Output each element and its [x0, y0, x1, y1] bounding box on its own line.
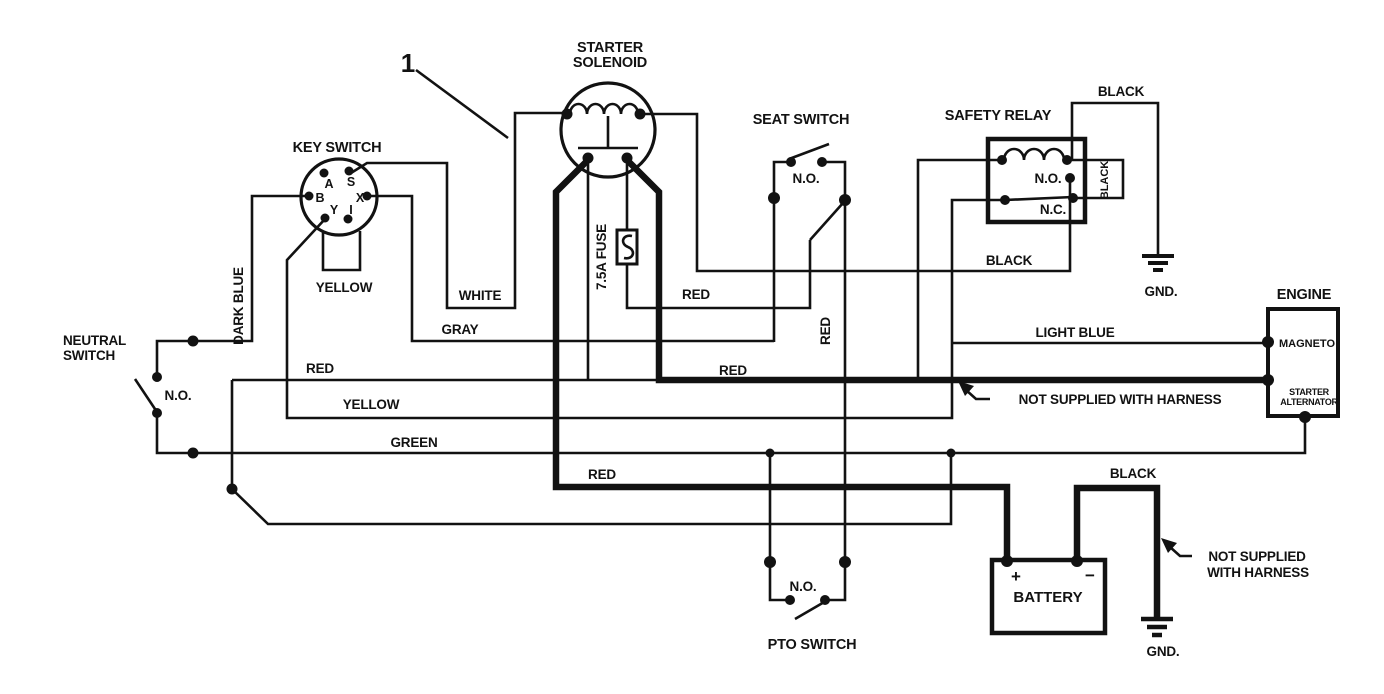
seat-switch-label: SEAT SWITCH: [753, 112, 850, 128]
terminal-dots: [152, 108, 1311, 605]
engine-starter-label-1: STARTER: [1289, 387, 1330, 397]
wire-label-white: WHITE: [459, 288, 502, 303]
key-terminal-a: A: [324, 177, 333, 191]
fuse-body: [615, 228, 639, 266]
relay-coil: [1002, 147, 1066, 161]
solenoid-contact-bar: [578, 116, 638, 150]
pto-left-branch: [768, 453, 790, 602]
key-terminal-y: Y: [330, 203, 339, 217]
wire-label-red-engine: RED: [719, 363, 747, 378]
wire-label-gray: GRAY: [442, 322, 479, 337]
seat-switch-state: N.O.: [793, 171, 820, 186]
ground-symbol-relay: [1142, 254, 1174, 272]
key-terminal-x: X: [356, 191, 365, 205]
wire-label-green: GREEN: [390, 435, 437, 450]
wire-label-black-relay-bottom: BLACK: [986, 253, 1033, 268]
engine-magneto-label: MAGNETO: [1279, 338, 1335, 350]
solenoid-coil: [568, 102, 640, 115]
starter-solenoid-label-1: STARTER: [577, 40, 644, 56]
fuse-element: [621, 234, 635, 260]
starter-solenoid-body: [559, 81, 657, 179]
key-switch-body: [299, 157, 379, 237]
seat-switch-arm-upper: [788, 142, 830, 161]
pto-switch-state: N.O.: [790, 579, 817, 594]
safety-relay-label: SAFETY RELAY: [945, 108, 1052, 124]
wire-green: [155, 413, 1307, 455]
wire-label-yellow-key: YELLOW: [316, 280, 373, 295]
note-not-supplied-battery-1: NOT SUPPLIED: [1208, 549, 1306, 564]
note-not-supplied-engine: NOT SUPPLIED WITH HARNESS: [1019, 392, 1222, 407]
key-switch-label: KEY SWITCH: [293, 140, 382, 156]
wire-black-solenoid-relay: [640, 112, 1072, 273]
wire-label-black-relay-top: BLACK: [1098, 84, 1145, 99]
battery-body: [989, 557, 1108, 636]
wire-label-red-fuse: RED: [682, 287, 710, 302]
neutral-switch-label-1: NEUTRAL: [63, 333, 126, 348]
engine-starter-label-2: ALTERNATOR: [1280, 397, 1338, 407]
wire-label-black-relay-loop: BLACK: [1099, 161, 1111, 200]
wire-red-battery-cable: [552, 157, 1011, 560]
wire-label-red-battery: RED: [588, 467, 616, 482]
battery-negative: −: [1085, 566, 1095, 585]
wire-red-engine-cable: [624, 157, 1268, 384]
ground-label-relay: GND.: [1145, 284, 1178, 299]
wire-yellow: [285, 198, 1005, 420]
ground-symbol-battery: [1141, 616, 1173, 638]
wire-red-bottom-loop: [230, 380, 953, 526]
wire-label-red-left: RED: [306, 361, 334, 376]
arrow-not-supplied-battery: [1161, 538, 1192, 558]
key-terminal-s: S: [347, 175, 355, 189]
safety-relay-body: [985, 136, 1088, 225]
neutral-switch-arm: [133, 378, 159, 413]
note-not-supplied-battery-2: WITH HARNESS: [1207, 565, 1309, 580]
callout-line: [415, 68, 509, 140]
neutral-switch-state: N.O.: [165, 388, 192, 403]
relay-nc-arm: [1004, 195, 1074, 202]
pto-switch-label: PTO SWITCH: [768, 637, 857, 653]
wire-label-red-seat-vertical: RED: [818, 317, 833, 345]
arrow-not-supplied-engine: [958, 381, 990, 401]
neutral-switch-label-2: SWITCH: [63, 348, 115, 363]
wire-gray: [367, 194, 774, 343]
battery-positive: +: [1011, 567, 1021, 586]
wire-label-yellow-main: YELLOW: [343, 397, 400, 412]
relay-coil-left-wire: [916, 158, 1002, 380]
fuse-label: 7.5A FUSE: [594, 224, 609, 290]
pto-switch-arm: [794, 599, 827, 621]
engine-label: ENGINE: [1277, 287, 1332, 303]
wire-white: [350, 111, 567, 310]
safety-relay-nc: N.C.: [1040, 202, 1066, 217]
key-plug: [321, 231, 362, 272]
key-terminal-i: I: [349, 203, 352, 217]
wire-fuse-red: [625, 158, 812, 310]
wire-dark-blue: [155, 194, 309, 377]
wire-label-light-blue: LIGHT BLUE: [1036, 325, 1115, 340]
wire-label-dark-blue: DARK BLUE: [231, 267, 246, 345]
battery-label: BATTERY: [1013, 589, 1082, 606]
seat-switch-left-branch: [772, 160, 791, 342]
relay-black-loop: [1067, 158, 1125, 200]
wire-black-relay-ground: [1070, 101, 1160, 255]
safety-relay-no: N.O.: [1035, 171, 1062, 186]
key-terminal-b: B: [315, 191, 324, 205]
callout-number: 1: [401, 48, 415, 78]
ground-label-battery: GND.: [1147, 644, 1180, 659]
starter-solenoid-label-2: SOLENOID: [573, 55, 647, 71]
wire-label-black-battery: BLACK: [1110, 466, 1157, 481]
wire-black-battery-cable: [1073, 484, 1161, 618]
seat-switch-arm-lower: [809, 202, 844, 241]
